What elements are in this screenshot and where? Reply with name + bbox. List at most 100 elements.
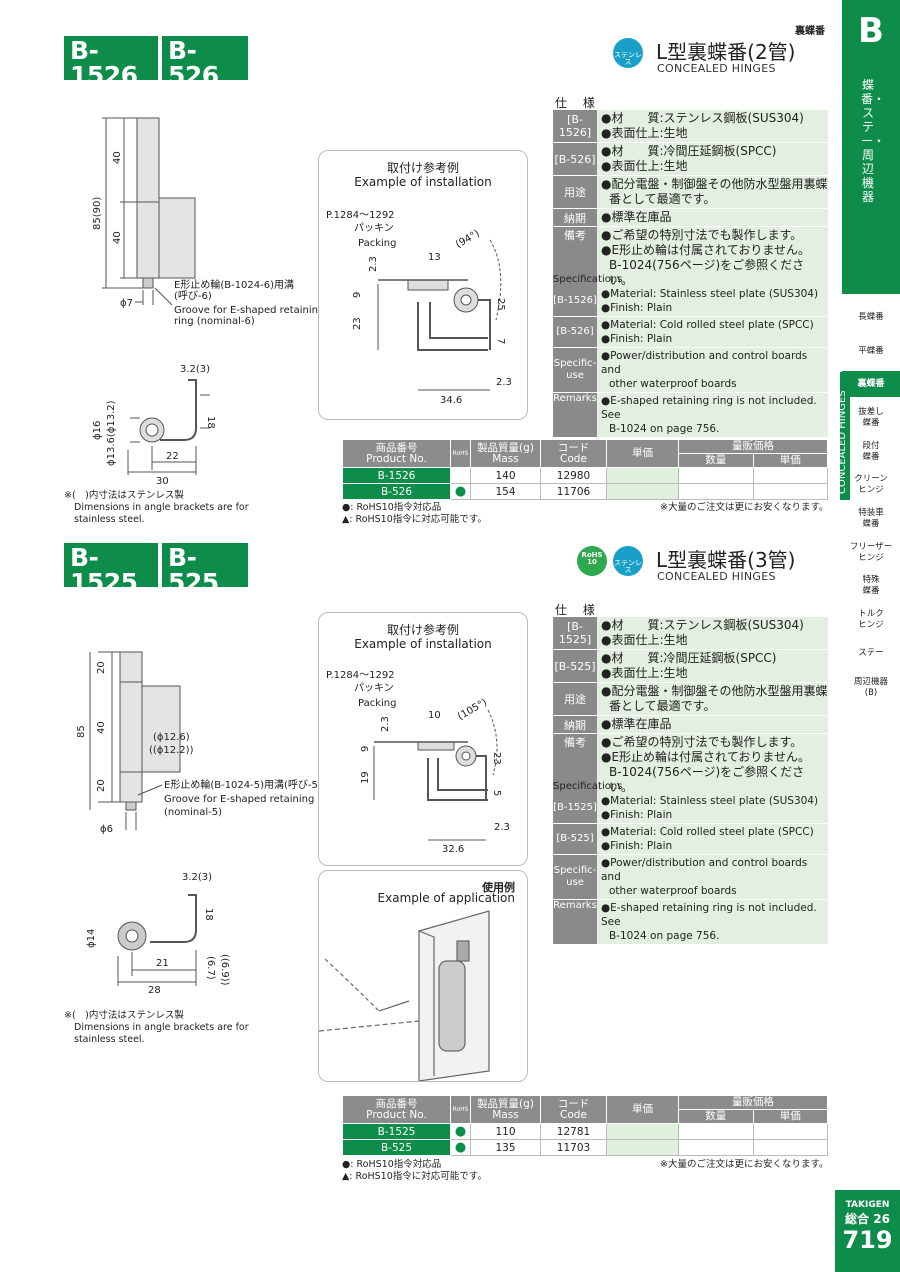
sidebar-item-vehicle-hinge[interactable]: 特装車 蝶番 — [858, 508, 884, 529]
svg-text:2.3: 2.3 — [496, 377, 512, 388]
svg-text:P.1284～1292: P.1284～1292 — [326, 670, 395, 681]
application-example-frame: 使用例 Example of application — [318, 870, 528, 1082]
sidebar-title-block — [842, 62, 900, 294]
svg-text:Packing: Packing — [358, 238, 396, 249]
svg-text:21: 21 — [156, 958, 169, 969]
svg-text:パッキン: パッキン — [354, 222, 394, 234]
svg-text:40: 40 — [96, 721, 107, 734]
catalog-number: 総合 26 — [845, 1212, 890, 1226]
page-number: 719 — [842, 1226, 893, 1254]
sidebar-concealed-bar — [840, 372, 850, 500]
svg-text:32.6: 32.6 — [442, 844, 464, 855]
svg-text:(6.7): (6.7) — [205, 956, 216, 980]
sidebar-item-flat-hinge[interactable]: 平蝶番 — [858, 346, 884, 356]
section-letter: B — [842, 0, 900, 62]
sidebar-item-concealed-hinge[interactable]: 裏蝶番 — [842, 371, 900, 397]
installation-drawing: P.1284～1292 パッキン Packing 10 (105°) 2.3 9… — [326, 670, 510, 855]
hinge-dimension-drawing: 20 40 20 85 (ϕ12.6) ((ϕ12.2)) ϕ6 E形止め輪(B… — [76, 651, 320, 996]
sidebar-item-special-hinge[interactable]: 特殊 蝶番 — [862, 575, 880, 596]
svg-text:(呼び-6): (呼び-6) — [174, 290, 212, 302]
spec-en-heading: Specifications — [553, 781, 623, 792]
svg-text:40: 40 — [112, 231, 123, 244]
bulk-order-note: ※大量のご注文は更にお安くなります。 — [660, 1159, 829, 1170]
sidebar-item-lift-off-hinge[interactable]: 抜差し 蝶番 — [858, 407, 884, 428]
application-title-en: Example of application — [377, 891, 515, 905]
installation-title: 取付け参考例 — [386, 161, 459, 175]
svg-text:85: 85 — [76, 725, 87, 738]
svg-text:40: 40 — [112, 151, 123, 164]
rohs-legend: ●: RoHS10指令対応品▲: RoHS10指令に対応可能です。 — [342, 502, 487, 525]
installation-drawing: P.1284～1292 パッキン Packing 13 (94°) 2.3 9 … — [326, 210, 512, 406]
svg-text:Groove for E-shaped retaining: Groove for E-shaped retaining ring — [164, 794, 320, 805]
svg-text:E形止め輪(B-1024-6)用溝: E形止め輪(B-1024-6)用溝 — [174, 278, 294, 291]
sidebar-item-torque-hinge[interactable]: トルク ヒンジ — [858, 609, 884, 630]
sidebar-item-long-hinge[interactable]: 長蝶番 — [858, 312, 884, 322]
product-title-en: CONCEALED HINGES — [657, 570, 776, 583]
bulk-order-note: ※大量のご注文は更にお安くなります。 — [660, 502, 829, 513]
installation-title-en: Example of installation — [354, 637, 492, 651]
svg-text:Groove for E-shaped retaining: Groove for E-shaped retaining — [174, 305, 320, 316]
spec-table: [B-1525]●材 質:ステンレス鋼板(SUS304)●表面仕上:生地 [B-… — [553, 617, 828, 797]
product-title-en: CONCEALED HINGES — [657, 62, 776, 75]
svg-text:ϕ16: ϕ16 — [92, 421, 103, 440]
svg-text:30: 30 — [156, 476, 169, 487]
sidebar-item-stay[interactable]: ステー — [858, 648, 884, 658]
svg-text:28: 28 — [148, 985, 161, 996]
svg-text:23: 23 — [491, 752, 502, 765]
brand-label: TAKIGEN — [845, 1200, 890, 1210]
svg-text:5: 5 — [491, 790, 502, 796]
sidebar-item-freezer-hinge[interactable]: フリーザー ヒンジ — [849, 542, 893, 563]
svg-text:(105°): (105°) — [456, 697, 489, 723]
svg-text:9: 9 — [360, 746, 371, 752]
sidebar-vertical-title: 蝶番・ステー・周辺機器 — [861, 78, 886, 204]
svg-text:パッキン: パッキン — [354, 682, 394, 694]
category-label: 裏蝶番 — [795, 26, 825, 37]
rohs-legend: ●: RoHS10指令対応品▲: RoHS10指令に対応可能です。 — [342, 1159, 487, 1182]
spec-table: [B-1526]●材 質:ステンレス鋼板(SUS304)●表面仕上:生地 [B-… — [553, 110, 828, 290]
svg-text:3.2(3): 3.2(3) — [180, 364, 210, 375]
svg-text:ϕ14: ϕ14 — [86, 929, 97, 948]
svg-text:20: 20 — [96, 661, 107, 674]
svg-text:85(90): 85(90) — [92, 197, 103, 230]
application-drawing — [319, 910, 490, 1081]
svg-text:25: 25 — [495, 298, 506, 311]
svg-text:2.3: 2.3 — [494, 822, 510, 833]
svg-text:(94°): (94°) — [454, 228, 482, 250]
svg-text:ϕ7: ϕ7 — [120, 298, 133, 309]
svg-text:P.1284～1292: P.1284～1292 — [326, 210, 395, 221]
svg-text:19: 19 — [360, 771, 371, 784]
svg-text:22: 22 — [166, 451, 179, 462]
svg-text:2.3: 2.3 — [368, 256, 379, 272]
sidebar-item-peripherals[interactable]: 周辺機器 (B) — [853, 677, 888, 698]
svg-text:20: 20 — [96, 779, 107, 792]
installation-example-frame: 取付け参考例 Example of installation — [318, 612, 528, 866]
svg-text:7: 7 — [495, 338, 506, 344]
svg-text:Packing: Packing — [358, 698, 396, 709]
sidebar-item-stepped-hinge[interactable]: 段付 蝶番 — [862, 441, 880, 462]
product-title: L型裏蝶番(3管) — [656, 548, 796, 572]
svg-text:ring (nominal-6): ring (nominal-6) — [174, 316, 255, 327]
hinge-dimension-drawing: 40 40 85(90) ϕ7 E形止め輪(B-1024-6)用溝 (呼び-6)… — [92, 117, 320, 487]
svg-text:(nominal-5): (nominal-5) — [164, 807, 222, 818]
svg-text:ϕ13.6(ϕ13.2): ϕ13.6(ϕ13.2) — [106, 400, 117, 466]
svg-text:10: 10 — [428, 710, 441, 721]
spec-en-table: [B-1526]●Material: Stainless steel plate… — [553, 286, 828, 438]
stainless-icon: ステンレス — [613, 38, 643, 68]
svg-text:13: 13 — [428, 252, 441, 263]
svg-text:18: 18 — [203, 908, 214, 921]
spec-en-table: [B-1525]●Material: Stainless steel plate… — [553, 793, 828, 945]
sidebar-item-clean-hinge[interactable]: クリーン ヒンジ — [854, 474, 888, 495]
product-title: L型裏蝶番(2管) — [656, 40, 796, 64]
installation-title-en: Example of installation — [354, 175, 492, 189]
svg-text:ϕ6: ϕ6 — [100, 824, 113, 835]
svg-text:23: 23 — [352, 317, 363, 330]
svg-text:((6.9)): ((6.9)) — [219, 954, 230, 986]
